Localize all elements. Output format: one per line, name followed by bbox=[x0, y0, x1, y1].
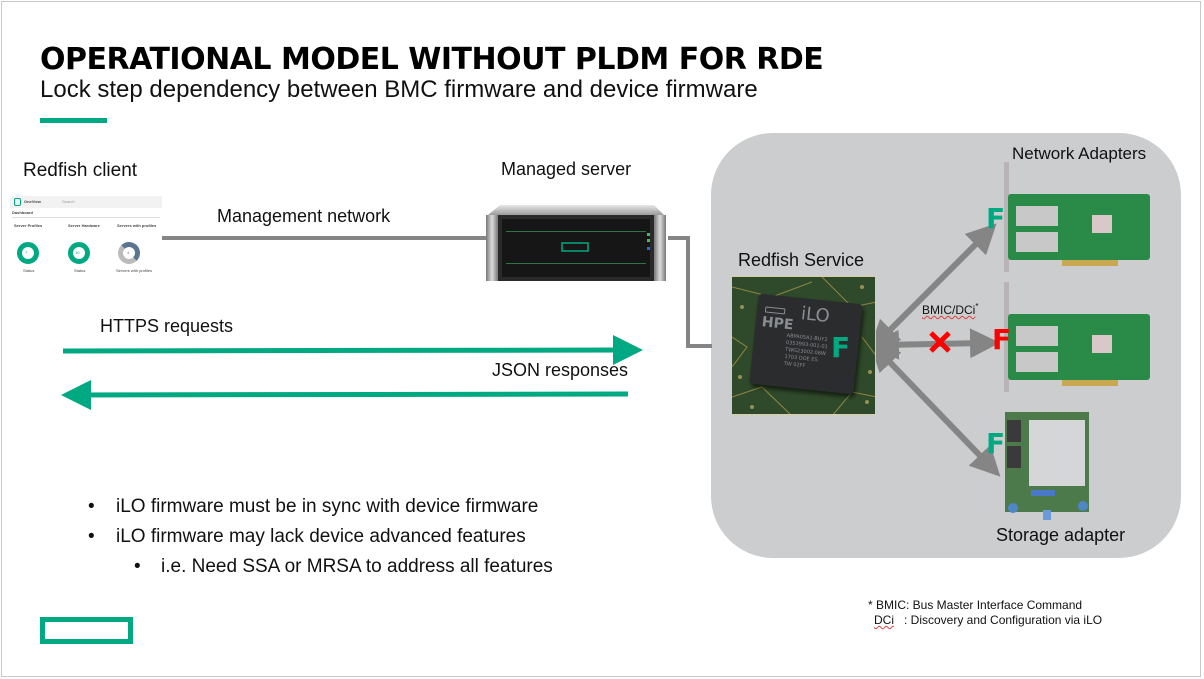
managed-server-label: Managed server bbox=[501, 159, 632, 179]
link-to-network-adapter-1 bbox=[869, 223, 997, 351]
footnote-definition: : Discovery and Configuration via iLO bbox=[894, 613, 1103, 627]
client-page-title: Dashboard bbox=[12, 210, 33, 215]
client-app-bar bbox=[10, 196, 162, 208]
server-profiles-donut bbox=[17, 242, 39, 264]
widget-title: Server Profiles bbox=[14, 223, 43, 228]
redfish-service-label: Redfish Service bbox=[738, 250, 865, 270]
network-adapter-2-firmware-mark-outdated: F bbox=[992, 323, 1012, 356]
widget-value: 10 bbox=[75, 250, 80, 255]
widget-value: 7 bbox=[25, 250, 28, 255]
bullet-text: iLO firmware must be in sync with device… bbox=[116, 496, 539, 517]
widget-value: 4 bbox=[127, 250, 130, 255]
protocol-label-text: BMIC/DCi bbox=[922, 303, 976, 317]
link-to-storage-adapter bbox=[869, 341, 1001, 477]
json-responses-label: JSON responses bbox=[492, 360, 629, 380]
x-mark-icon bbox=[929, 331, 951, 353]
storage-adapter-label: Storage adapter bbox=[996, 525, 1126, 545]
oneview-logo-icon bbox=[14, 198, 21, 206]
bullet-glyph: • bbox=[88, 496, 95, 517]
managed-server-image bbox=[486, 205, 666, 281]
widget-caption: Status bbox=[23, 268, 35, 273]
redfish-client-label: Redfish client bbox=[23, 160, 138, 181]
storage-adapter-image bbox=[1005, 412, 1089, 520]
client-search: Search bbox=[62, 199, 75, 204]
slide-subtitle: Lock step dependency between BMC firmwar… bbox=[40, 76, 758, 103]
ilo-chip-image: HPE iLO ABPA05A1-BUY2 0353993-001-01 TWG… bbox=[731, 276, 876, 415]
chip-product: iLO bbox=[799, 303, 831, 328]
json-response-arrow bbox=[61, 379, 629, 410]
bullet-glyph: • bbox=[134, 556, 141, 577]
widget-title: Servers with profiles bbox=[117, 223, 157, 228]
slide-title: OPERATIONAL MODEL WITHOUT PLDM FOR RDE bbox=[40, 42, 824, 77]
client-app-name: OneView bbox=[24, 199, 41, 204]
https-requests-label: HTTPS requests bbox=[100, 316, 234, 336]
network-adapters-label: Network Adapters bbox=[1012, 144, 1147, 163]
widget-title: Server Hardware bbox=[68, 223, 100, 228]
network-adapter-1-firmware-mark: F bbox=[986, 202, 1006, 235]
footnote-line-dci: DCi : Discovery and Configuration via iL… bbox=[868, 613, 1102, 628]
network-adapter-2-image bbox=[1004, 282, 1150, 392]
footnote-term: DCi bbox=[874, 613, 894, 627]
protocol-label: BMIC/DCi* bbox=[922, 302, 978, 317]
bullet-glyph: • bbox=[88, 526, 95, 547]
protocol-footnote-marker: * bbox=[975, 302, 979, 311]
server-to-ilo-link bbox=[668, 236, 712, 348]
server-hardware-donut bbox=[68, 242, 90, 264]
client-divider bbox=[12, 217, 160, 218]
widget-caption: Status bbox=[74, 268, 86, 273]
network-adapter-1-image bbox=[1004, 162, 1150, 272]
widget-caption: Servers with profiles bbox=[116, 268, 153, 273]
footnote-line-bmic: * BMIC: Bus Master Interface Command bbox=[868, 598, 1083, 612]
hpe-logo-mark-icon bbox=[764, 306, 786, 315]
ilo-firmware-mark: F bbox=[831, 331, 851, 364]
title-accent-bar bbox=[40, 118, 107, 123]
storage-adapter-firmware-mark: F bbox=[986, 427, 1006, 460]
footnote: * BMIC: Bus Master Interface Command DCi… bbox=[868, 598, 1102, 628]
bullet-text: iLO firmware may lack device advanced fe… bbox=[116, 526, 526, 547]
servers-with-profiles-donut bbox=[118, 242, 140, 264]
hpe-logo bbox=[40, 617, 133, 644]
management-network-label: Management network bbox=[217, 206, 391, 226]
bullet-text: i.e. Need SSA or MRSA to address all fea… bbox=[161, 556, 553, 577]
chip-brand: HPE bbox=[760, 314, 795, 334]
redfish-client-screenshot: OneView Search Dashboard Server Profiles… bbox=[10, 196, 162, 276]
https-request-arrow bbox=[62, 335, 643, 366]
chip-marking: TW 02FF bbox=[783, 360, 806, 370]
